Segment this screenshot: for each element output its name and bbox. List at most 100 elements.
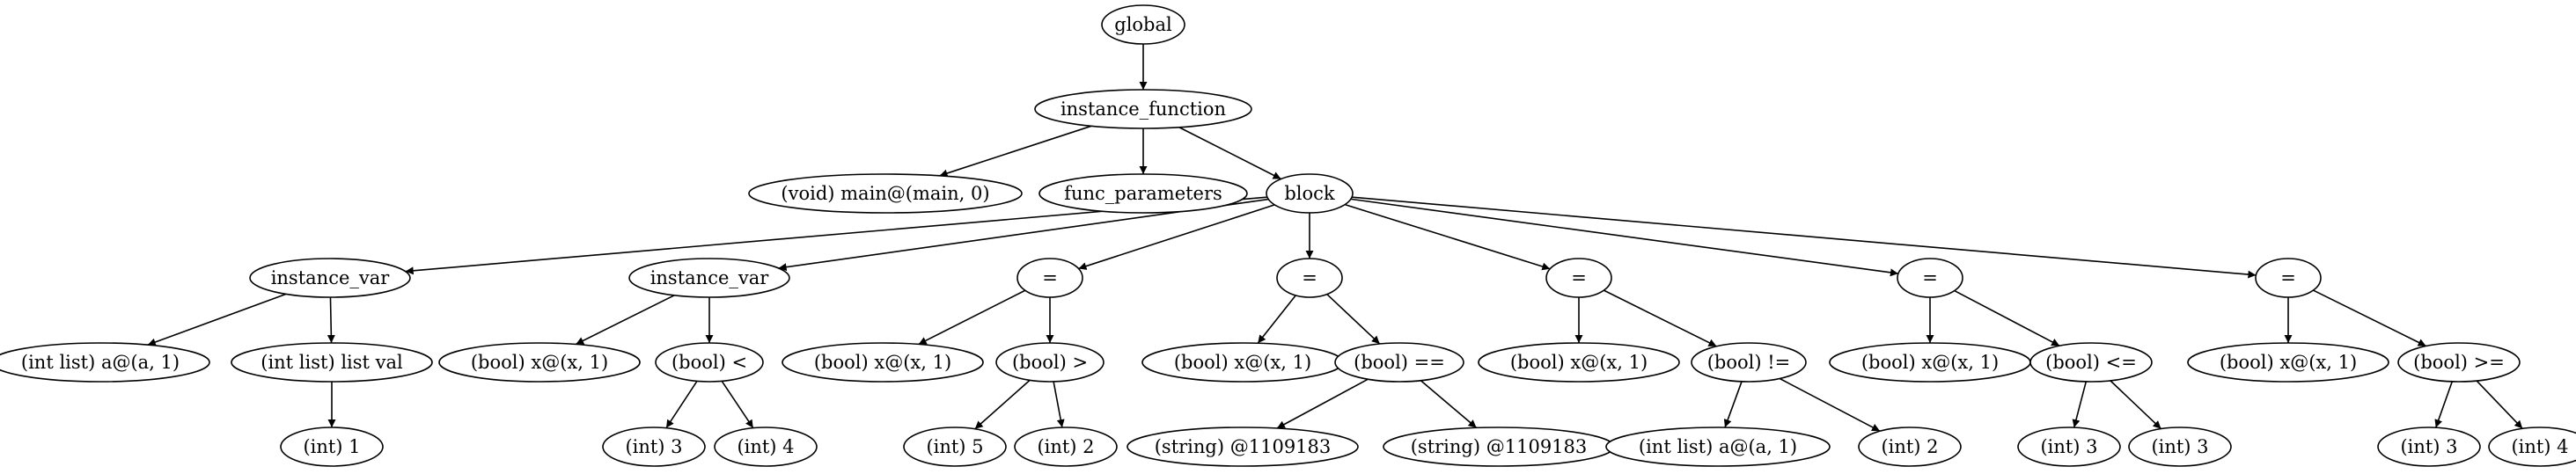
edge-n31-n32 (2072, 381, 2088, 428)
node-label: instance_function (1060, 98, 1226, 120)
node-ellipse (1266, 173, 1354, 214)
node-ellipse (628, 258, 790, 298)
node-ellipse (1101, 4, 1185, 45)
node-label: (int) 2 (1037, 436, 1094, 457)
edge-n16-n18 (1053, 381, 1065, 428)
node-ellipse (903, 427, 1007, 467)
node-label: (bool) != (1707, 352, 1791, 373)
tree-node: (int) 3 (2128, 427, 2232, 467)
nodes: global instance_function (void) main@(main… (0, 4, 2576, 467)
tree-node: (int) 3 (2377, 427, 2481, 467)
tree-node: (bool) x@(x, 1) (1141, 342, 1344, 383)
tree-node: (bool) != (1691, 342, 1807, 383)
edge-n36-n37 (2434, 381, 2454, 428)
edge-n24-n26 (1604, 289, 1717, 347)
tree-node: (bool) x@(x, 1) (2187, 342, 2389, 383)
tree-node: instance_var (249, 258, 411, 298)
tree-node: (int) 2 (1014, 427, 1118, 467)
edge-n11-n12 (665, 380, 698, 429)
tree-node: (int) 3 (2017, 427, 2121, 467)
node-ellipse (1038, 173, 1248, 214)
node-label: = (2280, 267, 2296, 288)
node-label: (int) 4 (737, 436, 794, 457)
node-label: (bool) < (672, 352, 747, 373)
tree-node: = (1897, 258, 1963, 298)
tree-node: (bool) > (995, 342, 1105, 383)
node-ellipse (1276, 258, 1343, 298)
node-ellipse (1478, 342, 1680, 383)
node-label: (int list) a@(a, 1) (1639, 436, 1797, 457)
node-ellipse (1858, 427, 1962, 467)
tree-node: (bool) x@(x, 1) (438, 342, 641, 383)
edge-n26-n27 (1723, 381, 1743, 428)
node-ellipse (2128, 427, 2232, 467)
tree-node: (bool) <= (2029, 342, 2153, 383)
edge-n29-n31 (1954, 289, 2060, 346)
edge-n21-n22 (1276, 378, 1369, 429)
node-ellipse (1016, 258, 1083, 298)
tree-node: = (2255, 258, 2322, 298)
tree-node: (int list) list val (231, 342, 433, 383)
edge-n4-n24 (1344, 203, 1551, 271)
node-ellipse (1127, 427, 1359, 467)
tree-node: (int) 4 (714, 427, 818, 467)
node-label: (bool) <= (2045, 352, 2137, 373)
node-label: = (1571, 267, 1587, 288)
node-ellipse (602, 427, 706, 467)
edge-n1-n4 (1178, 127, 1281, 180)
node-label: (string) @1109183 (1411, 436, 1588, 457)
tree-node: instance_var (628, 258, 790, 298)
tree-node: = (1016, 258, 1083, 298)
tree-node: (int list) a@(a, 1) (1605, 427, 1831, 467)
node-label: = (1922, 267, 1938, 288)
node-label: = (1042, 267, 1058, 288)
node-ellipse (655, 342, 764, 383)
node-label: (int list) list val (261, 352, 403, 373)
node-ellipse (280, 427, 384, 467)
node-label: (bool) x@(x, 1) (1174, 352, 1311, 373)
tree-node: block (1266, 173, 1354, 214)
tree-node: (void) main@(main, 0) (748, 173, 1023, 214)
node-label: func_parameters (1064, 183, 1222, 204)
edge-n4-n34 (1352, 196, 2257, 279)
tree-node: (int) 1 (280, 427, 384, 467)
edge-n26-n28 (1779, 377, 1881, 432)
edge-n4-n29 (1350, 198, 1899, 277)
edge-n14-n15 (918, 289, 1026, 346)
node-label: (bool) x@(x, 1) (471, 352, 608, 373)
edge-n36-n38 (2476, 380, 2523, 429)
edge-n5-n7 (327, 296, 335, 344)
tree-node: = (1276, 258, 1343, 298)
tree-node: = (1545, 258, 1612, 298)
tree-node: (int) 4 (2488, 427, 2576, 467)
edge-n1-n2 (939, 125, 1092, 178)
node-ellipse (782, 342, 984, 383)
node-ellipse (1034, 89, 1252, 129)
tree-node: (string) @1109183 (1383, 427, 1615, 467)
edge-n11-n13 (721, 380, 754, 429)
node-label: (int) 3 (625, 436, 682, 457)
node-ellipse (1334, 342, 1464, 383)
node-ellipse (1897, 258, 1963, 298)
node-ellipse (231, 342, 433, 383)
tree-node: (bool) < (655, 342, 764, 383)
node-ellipse (1014, 427, 1118, 467)
node-ellipse (2187, 342, 2389, 383)
node-label: = (1302, 267, 1317, 288)
node-ellipse (1605, 427, 1831, 467)
node-ellipse (2488, 427, 2576, 467)
node-ellipse (0, 342, 210, 383)
tree-node: (string) @1109183 (1127, 427, 1359, 467)
node-ellipse (438, 342, 641, 383)
tree-node: (int) 2 (1858, 427, 1962, 467)
tree-node: (bool) x@(x, 1) (1478, 342, 1680, 383)
node-label: (bool) > (1012, 352, 1088, 373)
tree-node: instance_function (1034, 89, 1252, 129)
edge-n5-n6 (147, 293, 287, 346)
edge-n19-n20 (1257, 295, 1296, 344)
edge-n21-n23 (1420, 380, 1478, 429)
node-label: (int) 3 (2151, 436, 2208, 457)
node-label: global (1114, 14, 1172, 35)
node-label: (int) 5 (926, 436, 983, 457)
